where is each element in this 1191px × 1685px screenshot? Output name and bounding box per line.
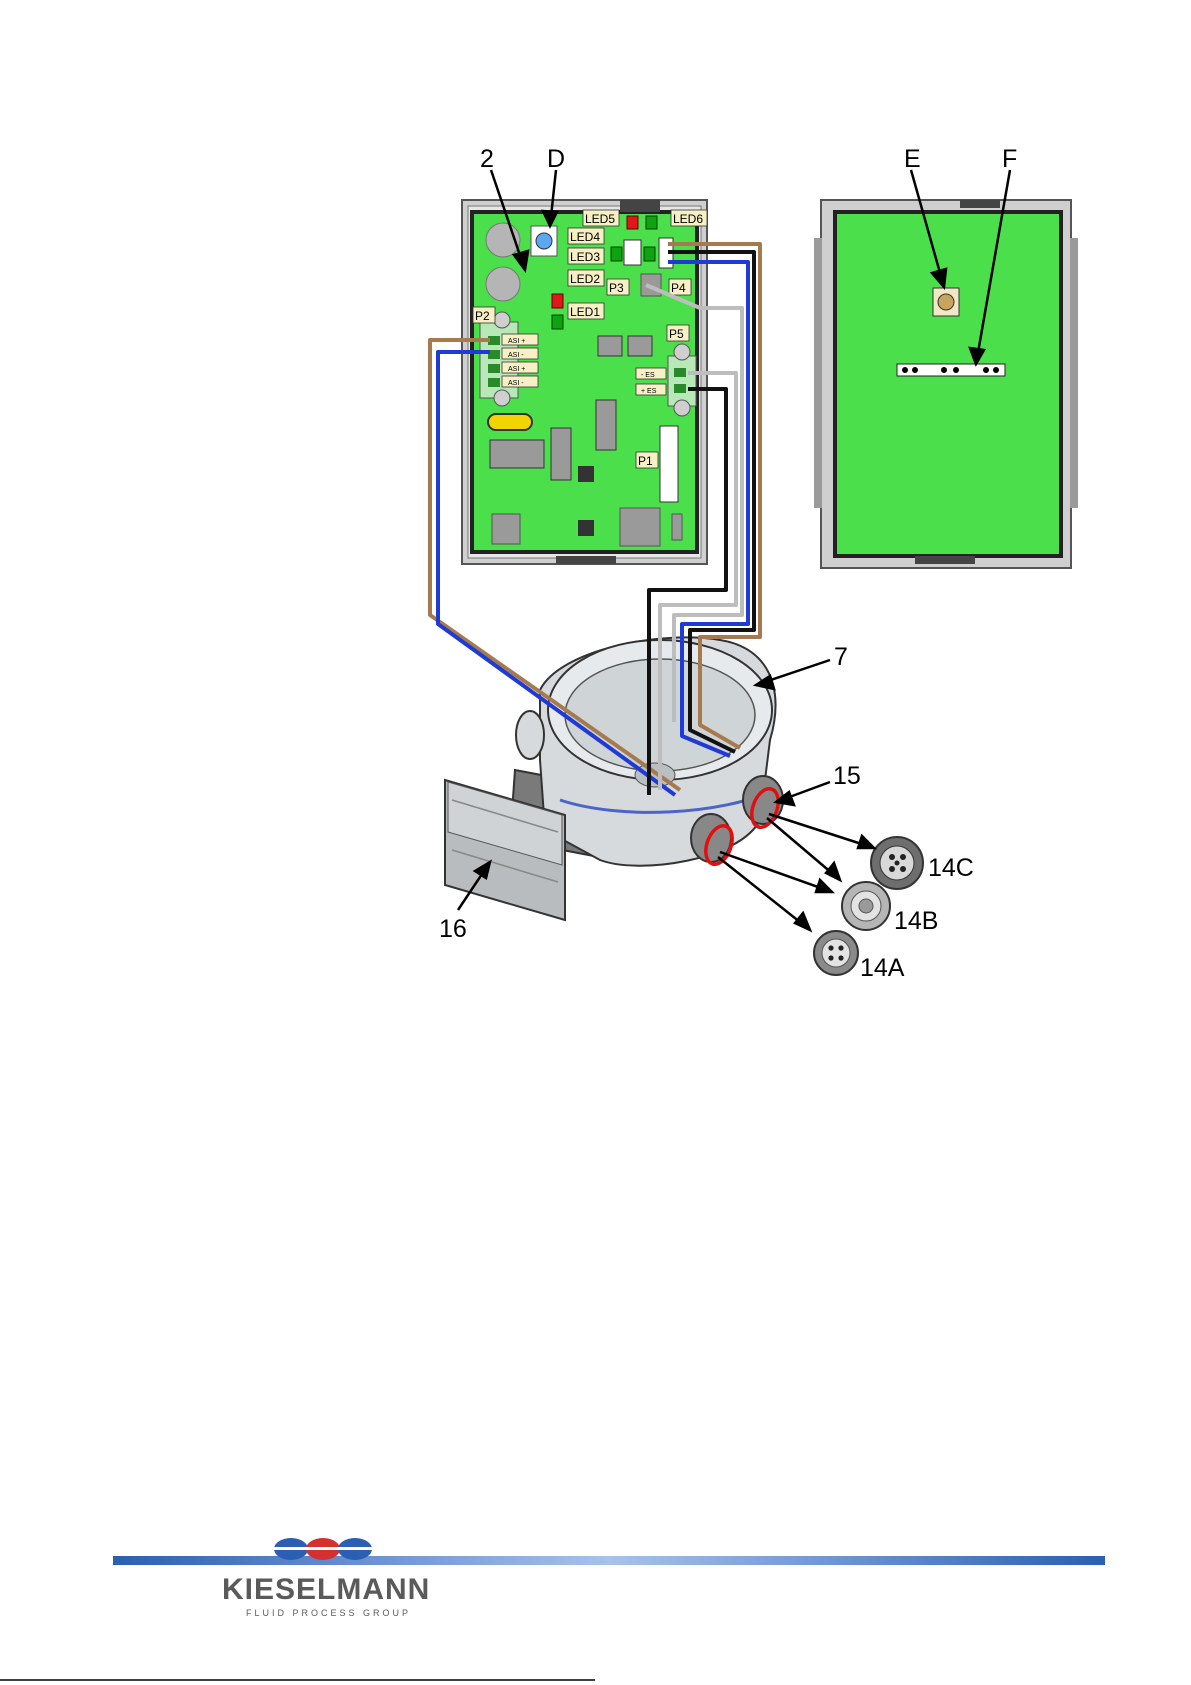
svg-text:ASI +: ASI + — [508, 338, 525, 345]
back-circuit-board — [814, 200, 1078, 568]
callout-connector-a: 14A — [860, 954, 905, 982]
company-logo: KIESELMANN FLUID PROCESS GROUP — [222, 1538, 430, 1618]
callout-seal-ring: 15 — [833, 762, 861, 790]
svg-text:LED1: LED1 — [570, 305, 600, 319]
callout-housing: 7 — [834, 643, 848, 671]
svg-text:LED6: LED6 — [673, 212, 703, 226]
logo-tagline: FLUID PROCESS GROUP — [246, 1608, 411, 1618]
svg-text:ASI -: ASI - — [508, 352, 524, 359]
callout-connector-c: 14C — [928, 854, 974, 882]
terminal-block-p5 — [668, 356, 696, 406]
svg-text:ASI -: ASI - — [508, 380, 524, 387]
svg-text:LED4: LED4 — [570, 230, 600, 244]
connector-14b — [842, 882, 890, 930]
svg-text:P2: P2 — [475, 309, 490, 323]
svg-text:P4: P4 — [671, 281, 686, 295]
callout-bracket: 16 — [439, 915, 467, 943]
led3-indicator — [611, 247, 622, 261]
connector-14a — [814, 931, 858, 975]
svg-text:LED5: LED5 — [585, 212, 615, 226]
led1-indicator — [552, 315, 563, 329]
svg-text:P5: P5 — [669, 327, 684, 341]
callout-connector-b: 14B — [894, 907, 938, 935]
connector-p1 — [660, 426, 678, 502]
led2-indicator — [552, 294, 563, 308]
svg-text:- ES: - ES — [641, 372, 655, 379]
callout-rotary-switch: D — [547, 145, 565, 173]
led6-indicator — [646, 216, 657, 229]
logo-name: KIESELMANN — [222, 1573, 430, 1606]
svg-text:P3: P3 — [609, 281, 624, 295]
svg-text:LED3: LED3 — [570, 250, 600, 264]
svg-text:P1: P1 — [638, 454, 653, 468]
footer-band — [113, 1556, 1105, 1565]
logo-mark — [272, 1538, 374, 1560]
svg-text:LED2: LED2 — [570, 272, 600, 286]
led5-indicator — [627, 216, 638, 229]
callout-potentiometer: E — [904, 145, 921, 173]
connector-p3 — [624, 240, 641, 265]
callout-board: 2 — [480, 145, 494, 173]
connector-14c — [871, 837, 923, 889]
svg-text:+ ES: + ES — [641, 388, 657, 395]
svg-text:ASI +: ASI + — [508, 366, 525, 373]
led4-indicator — [644, 247, 655, 261]
callout-sensor-bar: F — [1002, 145, 1017, 173]
